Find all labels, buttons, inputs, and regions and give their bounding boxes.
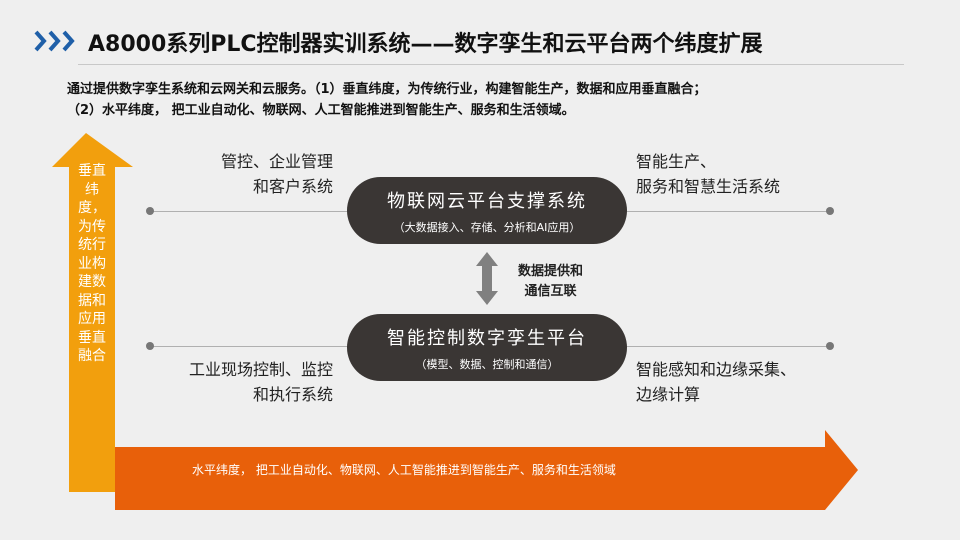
intro-line-2: （2）水平纬度， 把工业自动化、物联网、人工智能推进到智能生产、服务和生活领域。 bbox=[67, 103, 575, 118]
link-line-2: 通信互联 bbox=[524, 284, 577, 299]
top-right-line-1: 智能生产、 bbox=[636, 152, 717, 171]
top-right-line-2: 服务和智慧生活系统 bbox=[636, 177, 781, 196]
top-left-line-1: 管控、企业管理 bbox=[220, 152, 333, 171]
bottom-right-line-1: 智能感知和边缘采集、 bbox=[636, 360, 797, 379]
chevrons-icon bbox=[34, 30, 75, 52]
bottom-right-text: 智能感知和边缘采集、 边缘计算 bbox=[636, 357, 796, 407]
vertical-arrow bbox=[52, 133, 133, 492]
intro-line-1: 通过提供数字孪生系统和云网关和云服务。（1）垂直纬度，为传统行业，构建智能生产，… bbox=[67, 82, 707, 97]
twin-subtitle: （模型、数据、控制和通信） bbox=[415, 358, 559, 371]
dot bbox=[826, 207, 834, 215]
page-title: A8000系列PLC控制器实训系统——数字孪生和云平台两个纬度扩展 bbox=[88, 32, 763, 57]
top-left-text: 管控、企业管理 和客户系统 bbox=[93, 149, 333, 199]
horizontal-arrow bbox=[115, 430, 858, 510]
top-right-text: 智能生产、 服务和智慧生活系统 bbox=[636, 149, 780, 199]
twin-title: 智能控制数字孪生平台 bbox=[387, 328, 587, 349]
top-left-line-2: 和客户系统 bbox=[252, 177, 333, 196]
dot bbox=[146, 207, 154, 215]
vertical-arrow-label: 垂直纬度，为传统行业构建数据和应用垂直融合 bbox=[78, 163, 106, 364]
double-arrow-icon bbox=[476, 252, 498, 305]
title-divider bbox=[78, 64, 904, 65]
cloud-platform-box: 物联网云平台支撑系统 （大数据接入、存储、分析和AI应用） bbox=[347, 177, 627, 244]
dot bbox=[146, 342, 154, 350]
bottom-right-line-2: 边缘计算 bbox=[636, 385, 701, 404]
cloud-title: 物联网云平台支撑系统 bbox=[387, 191, 587, 212]
link-label: 数据提供和 通信互联 bbox=[518, 262, 583, 302]
bottom-left-line-2: 和执行系统 bbox=[252, 385, 333, 404]
bottom-left-line-1: 工业现场控制、监控 bbox=[188, 360, 333, 379]
horizontal-arrow-label: 水平纬度， 把工业自动化、物联网、人工智能推进到智能生产、服务和生活领域 bbox=[192, 463, 616, 477]
link-line-1: 数据提供和 bbox=[518, 264, 584, 279]
cloud-subtitle: （大数据接入、存储、分析和AI应用） bbox=[393, 221, 581, 234]
bottom-left-text: 工业现场控制、监控 和执行系统 bbox=[93, 357, 333, 407]
dot bbox=[826, 342, 834, 350]
digital-twin-box: 智能控制数字孪生平台 （模型、数据、控制和通信） bbox=[347, 314, 627, 381]
